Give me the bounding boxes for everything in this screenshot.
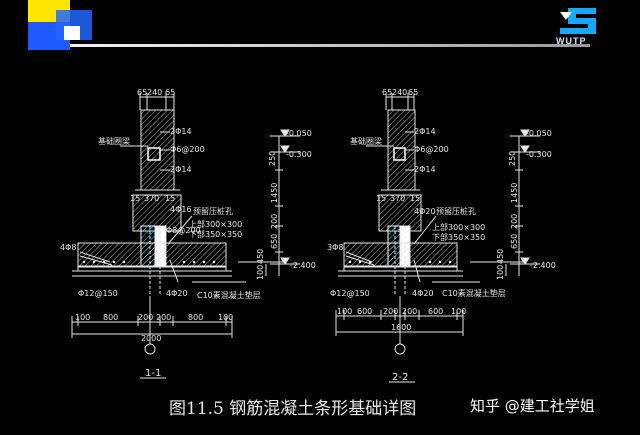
bdim-800-b: 800	[188, 313, 203, 322]
dim-65-right: 65	[408, 88, 418, 97]
rebar-top-label: 2Φ14	[414, 127, 436, 136]
bdim-200-a: 200	[383, 307, 398, 316]
cushion-label: C10素混凝土垫层	[442, 288, 506, 298]
vdim-100: 100	[256, 265, 265, 280]
vdim-450: 450	[256, 249, 265, 264]
vdim-200: 200	[270, 214, 279, 229]
wutp-logo	[560, 8, 596, 34]
vdim-450: 450	[496, 249, 505, 264]
bottom-rebar-left-label: 3Φ8	[327, 243, 343, 252]
vdim-200: 200	[510, 214, 519, 229]
total-width-label: 1600	[391, 323, 411, 332]
dim-240: 240	[392, 88, 407, 97]
stirrup-label: Φ6@200	[414, 145, 449, 154]
bdim-100-a: 100	[75, 313, 90, 322]
stirrup-label: Φ6@200	[170, 145, 205, 154]
total-width-label: 2000	[141, 334, 161, 343]
step-dim-15-right: 15	[165, 194, 175, 203]
pile-rebar-label: 4Φ20	[414, 207, 436, 216]
vdim-100: 100	[496, 265, 505, 280]
section-1-1-labels: 65 240 65 基础圈梁 2Φ14 Φ6@200 2Φ14 15 370 1…	[60, 88, 316, 379]
bdim-600-b: 600	[428, 307, 443, 316]
elev-top-label: -0.050	[286, 129, 312, 138]
step-dim-15-left: 15	[376, 194, 386, 203]
watermark: 知乎 @建工社学姐	[470, 397, 595, 415]
dim-65-right: 65	[165, 88, 175, 97]
step-dim-15-right: 15	[410, 194, 420, 203]
elev-2-label: -0.300	[526, 150, 552, 159]
elev-2-label: -0.300	[286, 150, 312, 159]
bdim-100-b: 100	[451, 307, 466, 316]
bdim-800-a: 800	[103, 313, 118, 322]
bottom-rebar-main-label: Φ12@150	[330, 289, 370, 298]
pile-hole-bottom: 下部350×350	[189, 229, 242, 239]
ring-beam-label: 基础圈梁	[98, 136, 130, 146]
section-2-2	[335, 93, 540, 383]
vdim-1450: 1450	[270, 183, 279, 203]
dim-240: 240	[147, 88, 162, 97]
step-dim-370: 370	[390, 194, 405, 203]
pile-hole-title: 预留压桩孔	[436, 206, 476, 216]
section-2-2-labels: 65 240 65 基础圈梁 2Φ14 Φ6@200 2Φ14 15 370 1…	[327, 88, 556, 383]
pile-stirrup-label: Φ8@200	[166, 226, 201, 235]
pile-hole-bottom: 下部350×350	[432, 232, 485, 242]
cushion-label: C10素混凝土垫层	[197, 290, 261, 300]
vdim-1450: 1450	[510, 183, 519, 203]
dim-65-left: 65	[137, 88, 147, 97]
rebar-mid-label: 2Φ14	[170, 165, 192, 174]
pile-rebar-label: 4Φ16	[170, 205, 192, 214]
pile-hole-top: 上部300×300	[189, 219, 242, 229]
vdim-650: 650	[510, 234, 519, 249]
vdim-250: 250	[268, 151, 277, 166]
dim-65-left: 65	[382, 88, 392, 97]
bdim-600-a: 600	[357, 307, 372, 316]
vdim-250: 250	[508, 151, 517, 166]
elev-bottom-label: -2.400	[290, 261, 316, 270]
ring-beam-label: 基础圈梁	[350, 136, 382, 146]
pile-bottom-rebar-label: 4Φ20	[412, 289, 434, 298]
bdim-200-b: 200	[402, 307, 417, 316]
bottom-rebar-main-label: Φ12@150	[78, 289, 118, 298]
pile-bottom-rebar-label: 4Φ20	[166, 289, 188, 298]
rebar-top-label: 2Φ14	[170, 127, 192, 136]
bdim-200-a: 200	[138, 313, 153, 322]
section-1-1	[71, 93, 300, 379]
elev-top-label: -0.050	[526, 129, 552, 138]
step-dim-370: 370	[144, 194, 159, 203]
figure-caption: 图11.5 钢筋混凝土条形基础详图	[169, 399, 417, 419]
elev-bottom-label: -2.400	[530, 261, 556, 270]
bdim-200-b: 200	[156, 313, 171, 322]
rebar-mid-label: 2Φ14	[414, 165, 436, 174]
logo-text: WUTP	[556, 36, 587, 46]
bdim-100-a: 100	[337, 307, 352, 316]
step-dim-15-left: 15	[130, 194, 140, 203]
pile-hole-title: 预留压桩孔	[193, 206, 233, 216]
section-label: 2-2	[392, 372, 408, 383]
section-label: 1-1	[145, 368, 161, 379]
vdim-650: 650	[270, 234, 279, 249]
bottom-rebar-left-label: 4Φ8	[60, 243, 76, 252]
pile-hole-top: 上部300×300	[432, 222, 485, 232]
bdim-100-b: 100	[218, 313, 233, 322]
header-decoration	[28, 0, 590, 50]
